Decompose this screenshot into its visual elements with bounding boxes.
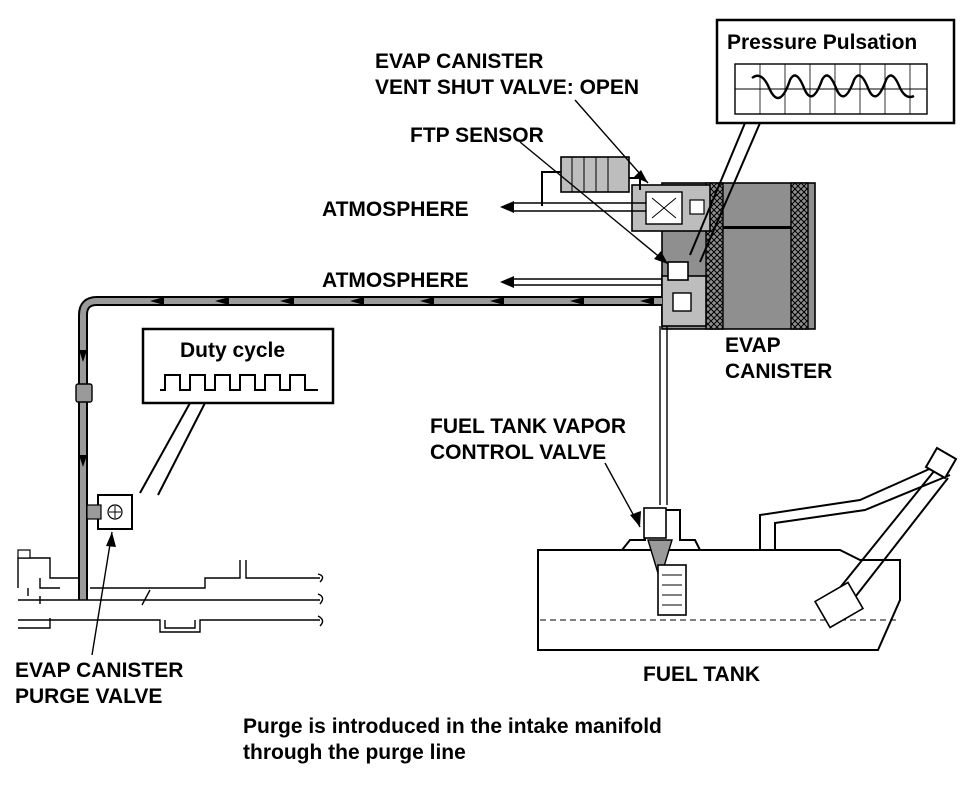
fuel-tank-label: FUEL TANK	[643, 663, 760, 686]
canister-port-valve	[661, 261, 707, 327]
intake-manifold	[17, 549, 324, 633]
vapor-valve-label-line2: CONTROL VALVE	[430, 441, 606, 464]
vent-valve-label-line2: VENT SHUT VALVE: OPEN	[375, 76, 639, 99]
atmosphere-vent-line	[500, 201, 646, 213]
atmosphere-label-2: ATMOSPHERE	[322, 269, 469, 292]
vent-valve-label-line1: EVAP CANISTER	[375, 50, 543, 73]
atmosphere-label-1: ATMOSPHERE	[322, 198, 469, 221]
caption-line2: through the purge line	[243, 741, 466, 764]
ftp-sensor-label: FTP SENSOR	[410, 124, 544, 147]
pressure-pulsation-callout	[689, 18, 956, 263]
purge-valve	[86, 494, 133, 530]
atmosphere-line-2	[500, 276, 662, 288]
vapor-pipe	[659, 326, 668, 505]
evap-canister-label-line1: EVAP	[725, 334, 781, 357]
vent-shut-valve	[631, 184, 711, 232]
caption-line1: Purge is introduced in the intake manifo…	[243, 715, 662, 738]
ftp-sensor	[541, 156, 641, 206]
fuel-tank	[537, 446, 958, 651]
leader-lines	[91, 99, 669, 656]
duty-cycle-title: Duty cycle	[180, 339, 285, 362]
pressure-pulsation-title: Pressure Pulsation	[727, 31, 917, 54]
purge-valve-label-line1: EVAP CANISTER	[15, 659, 183, 682]
evap-canister-label-line2: CANISTER	[725, 360, 832, 383]
purge-line	[75, 296, 662, 600]
duty-cycle-callout	[139, 327, 335, 496]
purge-valve-label-line2: PURGE VALVE	[15, 685, 162, 708]
vapor-valve-label-line1: FUEL TANK VAPOR	[430, 415, 626, 438]
